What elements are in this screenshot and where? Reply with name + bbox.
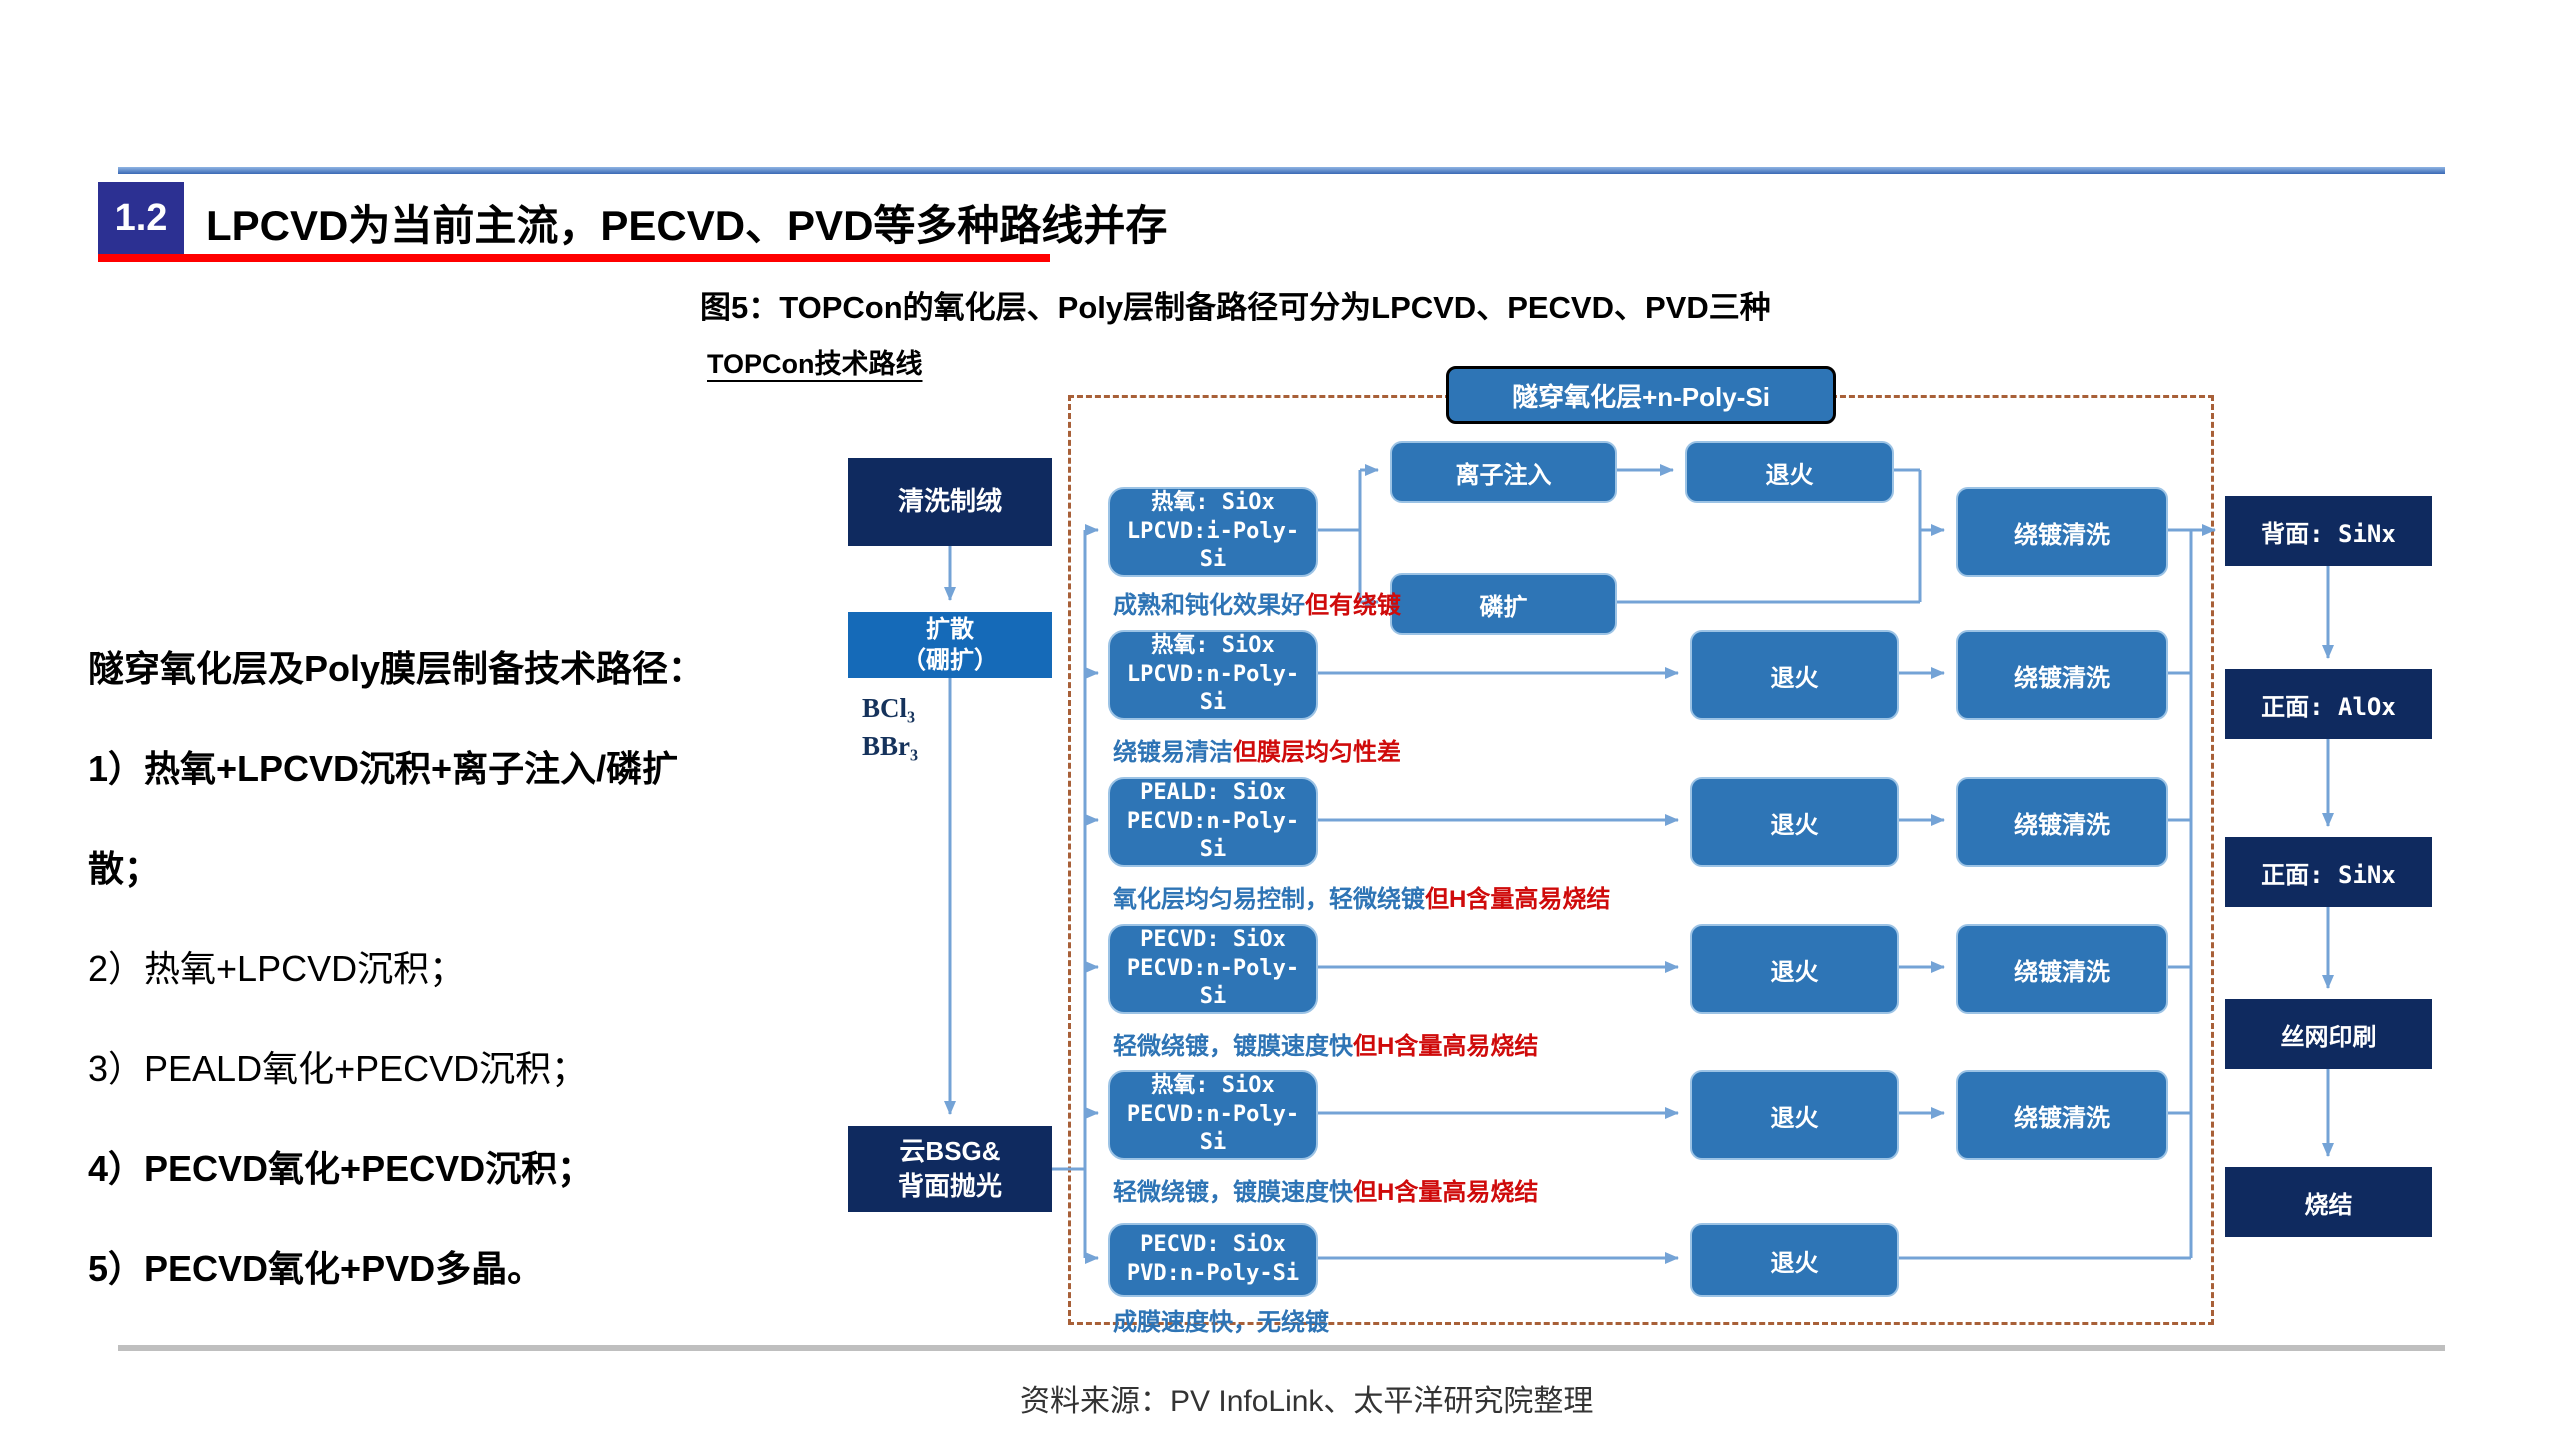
step-rear-sinx: 背面: SiNx [2225, 496, 2432, 566]
note-row2: 绕镀易清洁但膜层均匀性差 [1113, 732, 1401, 767]
note-row2-con: 但膜层均匀性差 [1233, 739, 1401, 766]
top-divider-rule [118, 167, 2445, 174]
note-row3: 氧化层均匀易控制，轻微绕镀但H含量高易烧结 [1113, 879, 1610, 914]
note-row1-pro: 成熟和钝化效果好 [1113, 592, 1305, 619]
left-text-item3: 3）PEALD氧化+PECVD沉积； [88, 1048, 588, 1089]
phosphorus-diffusion-box: 磷扩 [1390, 573, 1617, 635]
note-row1: 成熟和钝化效果好但有绕镀 [1113, 585, 1401, 620]
process-box-row1: 热氧: SiOx LPCVD:i-Poly- Si [1108, 487, 1318, 577]
wraparound-clean-box-row4: 绕镀清洗 [1956, 924, 2168, 1014]
note-row6-pro: 成膜速度快，无绕镀 [1113, 1309, 1329, 1336]
anneal-box-row1: 退火 [1685, 441, 1894, 503]
left-text-item4: 4）PECVD氧化+PECVD沉积； [88, 1148, 594, 1189]
note-row5-pro: 轻微绕镀，镀膜速度快 [1113, 1179, 1353, 1206]
left-text-item2: 2）热氧+LPCVD沉积； [88, 948, 466, 989]
note-row3-con: 但H含量高易烧结 [1425, 886, 1611, 913]
note-row5: 轻微绕镀，镀膜速度快但H含量高易烧结 [1113, 1172, 1538, 1207]
anneal-box-row4: 退火 [1690, 924, 1899, 1014]
anneal-box-row3: 退火 [1690, 777, 1899, 867]
figure-caption: 图5：TOPCon的氧化层、Poly层制备路径可分为LPCVD、PECVD、PV… [700, 290, 1771, 325]
chemicals-label: BCl₃ BBr₃ [862, 693, 919, 761]
left-text-item1-cont: 散； [88, 848, 161, 889]
note-row5-con: 但H含量高易烧结 [1353, 1179, 1539, 1206]
step-diffusion-boron: 扩散 （硼扩） [848, 612, 1052, 678]
section-number-badge: 1.2 [98, 182, 184, 254]
process-box-row4: PECVD: SiOx PECVD:n-Poly- Si [1108, 924, 1318, 1014]
note-row4-pro: 轻微绕镀，镀膜速度快 [1113, 1033, 1353, 1060]
anneal-box-row2: 退火 [1690, 630, 1899, 720]
step-bsg-removal-polish: 云BSG& 背面抛光 [848, 1126, 1052, 1212]
process-box-row6: PECVD: SiOx PVD:n-Poly-Si [1108, 1223, 1318, 1297]
left-text-item1: 1）热氧+LPCVD沉积+离子注入/磷扩 [88, 748, 679, 789]
page-title: LPCVD为当前主流，PECVD、PVD等多种路线并存 [206, 202, 1168, 249]
process-box-row3: PEALD: SiOx PECVD:n-Poly- Si [1108, 777, 1318, 867]
process-box-row2: 热氧: SiOx LPCVD:n-Poly- Si [1108, 630, 1318, 720]
wraparound-clean-box-row3: 绕镀清洗 [1956, 777, 2168, 867]
anneal-box-row5: 退火 [1690, 1070, 1899, 1160]
note-row3-pro: 氧化层均匀易控制，轻微绕镀 [1113, 886, 1425, 913]
step-front-alox: 正面: AlOx [2225, 669, 2432, 739]
title-underline [98, 254, 1050, 262]
diagram-title-label: TOPCon技术路线 [707, 349, 923, 379]
wraparound-clean-box-row5: 绕镀清洗 [1956, 1070, 2168, 1160]
bottom-divider-rule [118, 1345, 2445, 1351]
step-cleaning-texturing: 清洗制绒 [848, 458, 1052, 546]
source-note: 资料来源：PV InfoLink、太平洋研究院整理 [1020, 1385, 1594, 1418]
wraparound-clean-box-row2: 绕镀清洗 [1956, 630, 2168, 720]
note-row4: 轻微绕镀，镀膜速度快但H含量高易烧结 [1113, 1026, 1538, 1061]
ion-implant-box: 离子注入 [1390, 441, 1617, 503]
step-front-sinx: 正面: SiNx [2225, 837, 2432, 907]
wraparound-clean-box-row1: 绕镀清洗 [1956, 487, 2168, 577]
anneal-box-row6: 退火 [1690, 1223, 1899, 1297]
note-row6: 成膜速度快，无绕镀 [1113, 1302, 1329, 1337]
note-row2-pro: 绕镀易清洁 [1113, 739, 1233, 766]
process-box-row5: 热氧: SiOx PECVD:n-Poly- Si [1108, 1070, 1318, 1160]
left-text-item5: 5）PECVD氧化+PVD多晶。 [88, 1248, 544, 1289]
step-screen-printing: 丝网印刷 [2225, 999, 2432, 1069]
step-sintering: 烧结 [2225, 1167, 2432, 1237]
note-row1-con: 但有绕镀 [1305, 592, 1401, 619]
left-text-intro: 隧穿氧化层及Poly膜层制备技术路径： [88, 648, 705, 689]
note-row4-con: 但H含量高易烧结 [1353, 1033, 1539, 1060]
flowchart-header-box: 隧穿氧化层+n-Poly-Si [1446, 366, 1836, 424]
